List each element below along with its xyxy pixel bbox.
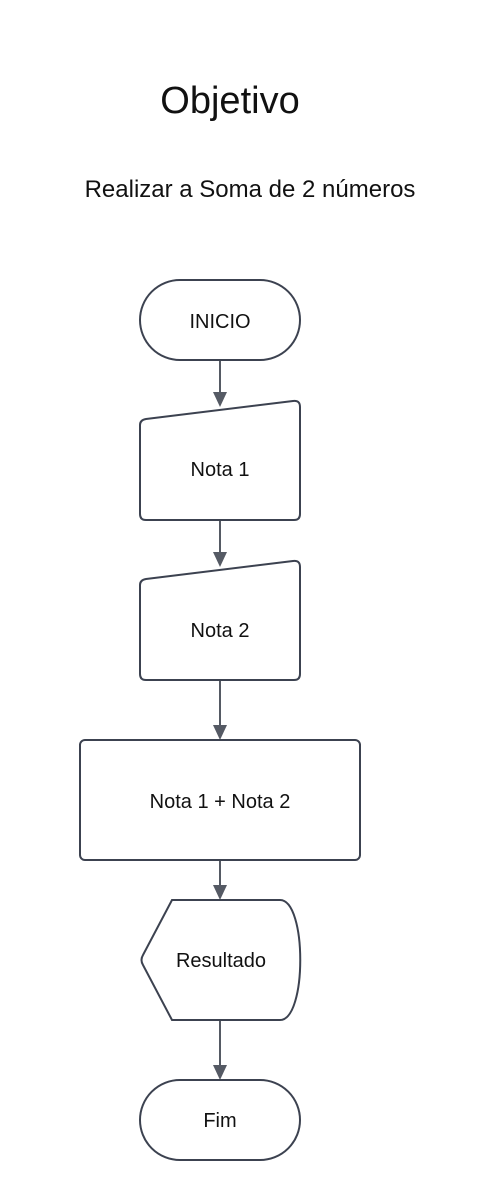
edge-nota1-nota2 — [213, 520, 227, 567]
node-resultado: Resultado — [140, 899, 302, 1021]
edge-resultado-fim — [213, 1020, 227, 1080]
node-nota1-label: Nota 1 — [191, 459, 250, 481]
terminator-shape — [139, 1079, 301, 1161]
node-fim: Fim — [139, 1079, 301, 1161]
node-fim-label: Fim — [203, 1110, 236, 1132]
node-nota2: Nota 2 — [139, 559, 301, 681]
diagram-title: Objetivo — [160, 80, 300, 122]
edge-inicio-nota1 — [213, 360, 227, 407]
node-inicio: INICIO — [139, 279, 301, 361]
edge-soma-resultado — [213, 860, 227, 900]
process-shape — [79, 739, 361, 861]
diagram-subtitle: Realizar a Soma de 2 números — [84, 176, 416, 203]
manual-input-shape — [139, 399, 301, 521]
edge-nota2-soma — [213, 680, 227, 740]
terminator-shape — [139, 279, 301, 361]
node-resultado-label: Resultado — [176, 950, 266, 972]
manual-input-shape — [139, 559, 301, 681]
node-soma: Nota 1 + Nota 2 — [79, 739, 361, 861]
node-inicio-label: INICIO — [189, 311, 250, 333]
display-shape — [140, 899, 302, 1021]
node-nota1: Nota 1 — [139, 399, 301, 521]
flowchart-edges — [213, 360, 227, 1080]
node-soma-label: Nota 1 + Nota 2 — [150, 791, 291, 813]
node-nota2-label: Nota 2 — [191, 620, 250, 642]
